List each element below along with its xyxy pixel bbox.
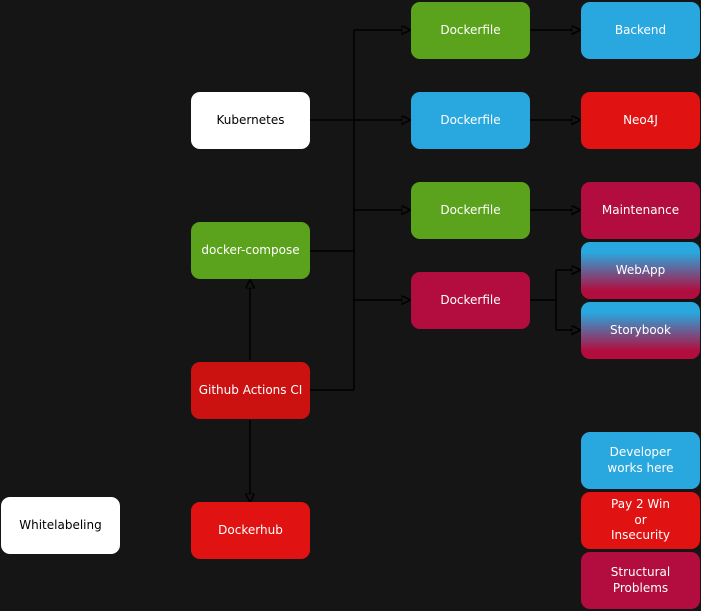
node-storybook: Storybook xyxy=(581,302,700,359)
node-webapp: WebApp xyxy=(581,242,700,299)
legend-developer-works-here: Developer works here xyxy=(581,432,700,489)
node-label: Whitelabeling xyxy=(19,517,102,532)
node-backend: Backend xyxy=(581,2,700,59)
node-label: Github Actions CI xyxy=(198,382,303,397)
node-label: Dockerfile xyxy=(440,22,501,37)
legend-label: Pay 2 Win or Insecurity xyxy=(610,497,671,543)
node-maintenance: Maintenance xyxy=(581,182,700,239)
node-kubernetes: Kubernetes xyxy=(191,92,310,149)
node-dockerhub: Dockerhub xyxy=(191,502,310,559)
node-label: Dockerhub xyxy=(218,522,283,537)
node-dockerfile-maintenance: Dockerfile xyxy=(411,182,530,239)
node-neo4j: Neo4J xyxy=(581,92,700,149)
edge-dockerfile-split xyxy=(530,270,557,330)
node-label: Neo4J xyxy=(623,112,658,127)
node-dockerfile-backend: Dockerfile xyxy=(411,2,530,59)
node-github-actions-ci: Github Actions CI xyxy=(191,362,310,419)
node-label: WebApp xyxy=(615,262,666,277)
node-label: Kubernetes xyxy=(216,112,285,127)
node-docker-compose: docker-compose xyxy=(191,222,310,279)
legend-label: Developer works here xyxy=(607,444,674,475)
node-label: Maintenance xyxy=(601,202,680,217)
node-label: docker-compose xyxy=(201,242,300,257)
node-label: Dockerfile xyxy=(440,202,501,217)
node-label: Dockerfile xyxy=(440,292,501,307)
node-label: Dockerfile xyxy=(440,112,501,127)
node-dockerfile-webapp: Dockerfile xyxy=(411,272,530,329)
node-label: Backend xyxy=(614,22,667,37)
legend-structural-problems: Structural Problems xyxy=(581,552,700,609)
node-whitelabeling: Whitelabeling xyxy=(1,497,120,554)
node-label: Storybook xyxy=(610,322,671,337)
node-dockerfile-neo4j: Dockerfile xyxy=(411,92,530,149)
legend-label: Structural Problems xyxy=(610,564,671,595)
legend-pay-2-win-or-insecurity: Pay 2 Win or Insecurity xyxy=(581,492,700,549)
